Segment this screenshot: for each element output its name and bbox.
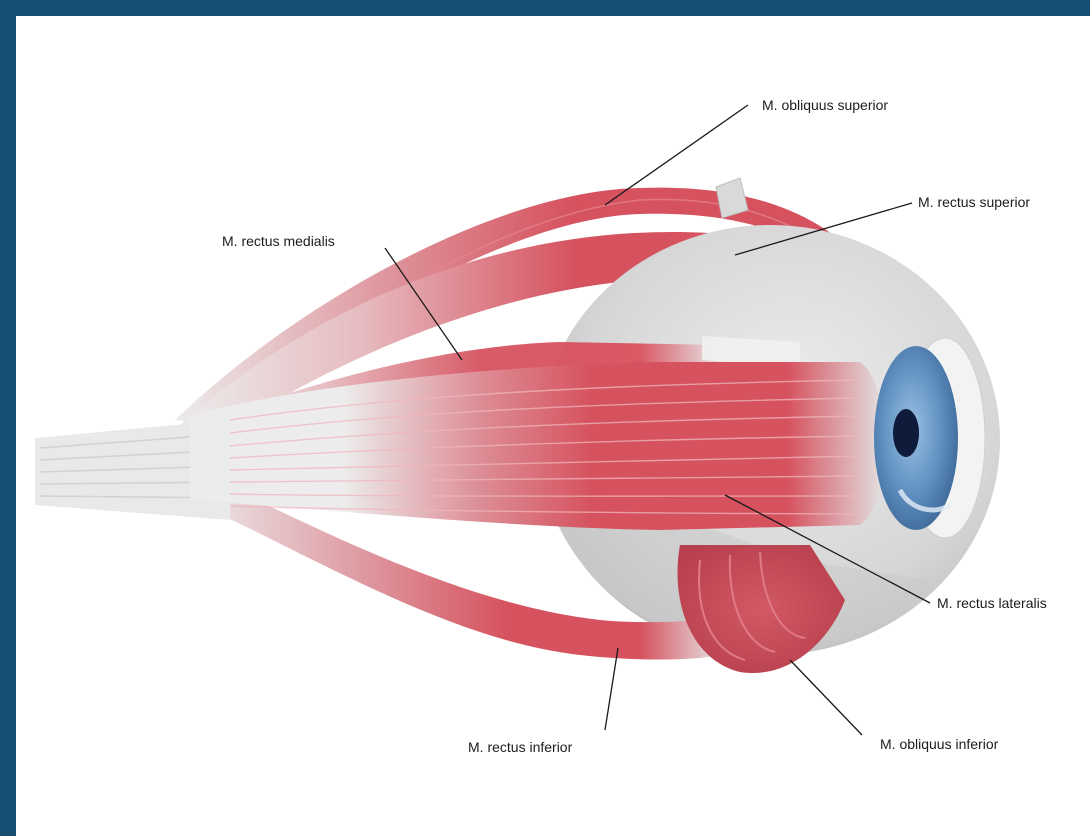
- label-obliquus-inferior: M. obliquus inferior: [880, 736, 999, 752]
- label-obliquus-superior: M. obliquus superior: [762, 97, 888, 113]
- pupil: [893, 409, 919, 457]
- label-rectus-medialis: M. rectus medialis: [222, 233, 335, 249]
- leader-obliquus-inferior: [790, 660, 862, 735]
- label-rectus-inferior: M. rectus inferior: [468, 739, 573, 755]
- label-rectus-superior: M. rectus superior: [918, 194, 1030, 210]
- leader-rectus-inferior: [605, 648, 618, 730]
- label-rectus-lateralis: M. rectus lateralis: [937, 595, 1047, 611]
- trochlea: [716, 178, 748, 218]
